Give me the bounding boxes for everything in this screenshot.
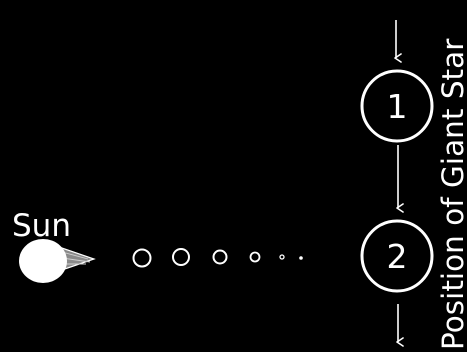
size-circle-4 xyxy=(249,251,261,263)
giant-star-position-1: 1 xyxy=(360,69,434,143)
size-circle-3 xyxy=(212,249,228,265)
shrinking-circles xyxy=(132,248,303,268)
giant-star-position-2: 2 xyxy=(360,219,434,293)
sun-label: Sun xyxy=(12,208,71,244)
size-circle-1 xyxy=(132,248,152,268)
size-circle-6 xyxy=(299,256,303,260)
size-circle-2 xyxy=(172,248,190,266)
size-circle-5 xyxy=(279,254,285,260)
star-position-label-2: 2 xyxy=(387,237,408,276)
star-position-label-1: 1 xyxy=(387,87,408,126)
sun-disk xyxy=(19,239,67,283)
sun-icon xyxy=(19,239,96,283)
giant-star-side-label: Position of Giant Star xyxy=(436,38,467,350)
star-circle-1 xyxy=(360,69,434,143)
star-circle-2 xyxy=(360,219,434,293)
